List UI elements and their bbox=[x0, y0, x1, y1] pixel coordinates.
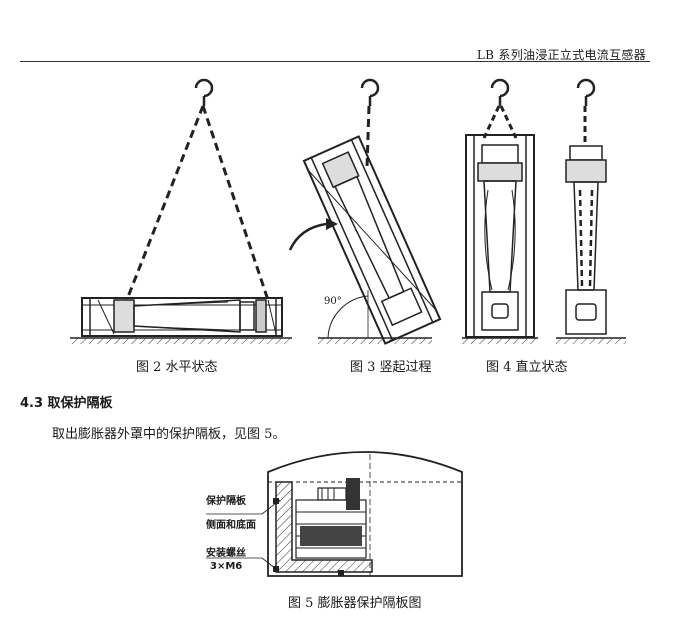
fig4-drawing bbox=[462, 78, 538, 344]
header-title: LB 系列油浸正立式电流互感器 bbox=[476, 48, 646, 62]
fig5-caption: 图 5 膨胀器保护隔板图 bbox=[288, 596, 422, 611]
fig2-drawing bbox=[70, 78, 292, 344]
fig4-side-drawing bbox=[556, 78, 626, 344]
fig5-label-screw: 安装螺丝 bbox=[206, 548, 246, 559]
header-rule bbox=[20, 61, 650, 62]
fig3-caption: 图 3 竖起过程 bbox=[350, 360, 432, 375]
body-paragraph: 取出膨胀器外罩中的保护隔板，见图 5。 bbox=[52, 427, 286, 442]
fig5-label-partition: 保护隔板 bbox=[206, 496, 246, 507]
fig5-drawing bbox=[206, 451, 463, 577]
fig2-caption: 图 2 水平状态 bbox=[136, 360, 218, 375]
section-heading: 4.3 取保护隔板 bbox=[20, 396, 113, 411]
fig3-angle-label: 90° bbox=[324, 296, 342, 307]
fig3-drawing bbox=[288, 78, 442, 345]
fig4-caption: 图 4 直立状态 bbox=[486, 360, 568, 375]
fig5-label-sides: 侧面和底面 bbox=[206, 520, 256, 531]
fig5-label-screw-spec: 3×M6 bbox=[210, 561, 243, 572]
